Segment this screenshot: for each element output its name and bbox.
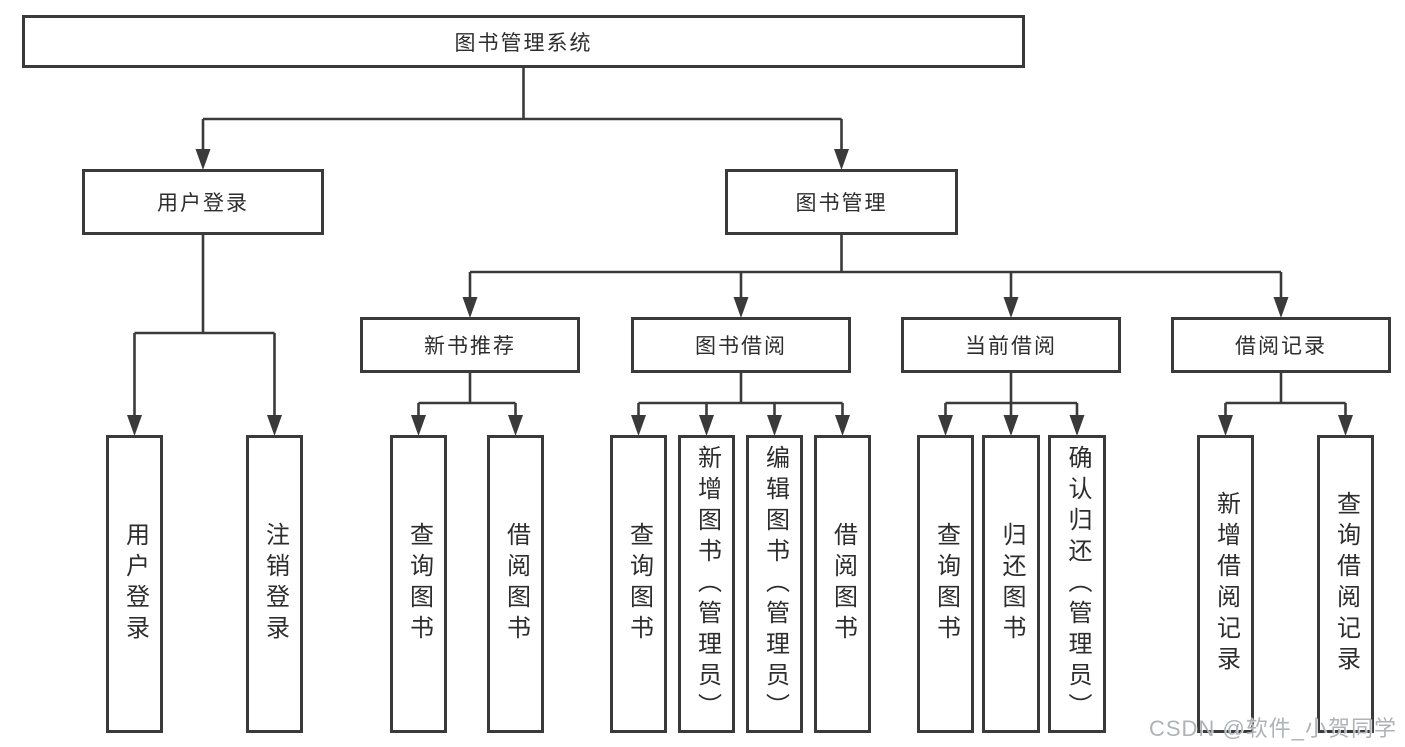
node-label: 用户登录 [157, 192, 249, 215]
leaf-box-add-borrow-record: 新增借阅记录 [1197, 435, 1254, 733]
node-label: 图书管理系统 [454, 31, 593, 55]
node-box-book-borrow: 图书借阅 [631, 317, 851, 373]
node-label: 借阅图书 [829, 522, 857, 646]
leaf-box-borrow-book-1: 借阅图书 [487, 435, 544, 733]
node-box-user-login: 用户登录 [82, 169, 324, 235]
leaf-box-query-book-3: 查询图书 [917, 435, 974, 733]
node-box-book-mgmt: 图书管理 [725, 169, 958, 235]
node-box-new-book-rec: 新书推荐 [360, 317, 580, 373]
node-label: 确认归还（管理员） [1064, 444, 1091, 724]
leaf-box-borrow-book-2: 借阅图书 [814, 435, 871, 733]
node-label: 图书管理 [795, 192, 888, 215]
node-box-borrow-records: 借阅记录 [1171, 317, 1391, 373]
leaf-box-query-borrow-record: 查询借阅记录 [1317, 435, 1374, 733]
node-label: 借阅图书 [502, 522, 530, 646]
leaf-box-user-login: 用户登录 [106, 435, 163, 733]
leaf-box-query-book-2: 查询图书 [610, 435, 667, 733]
leaf-box-return-book: 归还图书 [982, 435, 1040, 733]
node-label: 编辑图书（管理员） [761, 444, 789, 724]
node-label: 新增图书（管理员） [693, 444, 721, 724]
node-label: 新书推荐 [424, 335, 516, 358]
leaf-box-edit-book: 编辑图书（管理员） [746, 435, 803, 733]
node-label: 新增借阅记录 [1212, 491, 1240, 677]
watermark: CSDN @软件_小贺同学 [1148, 716, 1397, 741]
leaf-box-confirm-return: 确认归还（管理员） [1048, 435, 1106, 733]
node-label: 查询图书 [405, 522, 433, 646]
node-label: 注销登录 [261, 522, 289, 646]
leaf-box-add-book: 新增图书（管理员） [678, 435, 735, 733]
node-label: 查询图书 [932, 522, 960, 646]
node-label: 查询借阅记录 [1332, 491, 1360, 677]
node-label: 归还图书 [998, 522, 1025, 646]
node-label: 当前借阅 [965, 335, 1057, 358]
node-label: 图书借阅 [695, 335, 787, 358]
node-label: 用户登录 [121, 522, 149, 646]
leaf-box-logout: 注销登录 [246, 435, 303, 733]
node-box-current-borrow: 当前借阅 [901, 317, 1121, 373]
node-box-root: 图书管理系统 [22, 15, 1025, 68]
leaf-box-query-book-1: 查询图书 [390, 435, 447, 733]
node-label: 查询图书 [625, 522, 653, 646]
node-label: 借阅记录 [1235, 335, 1327, 358]
